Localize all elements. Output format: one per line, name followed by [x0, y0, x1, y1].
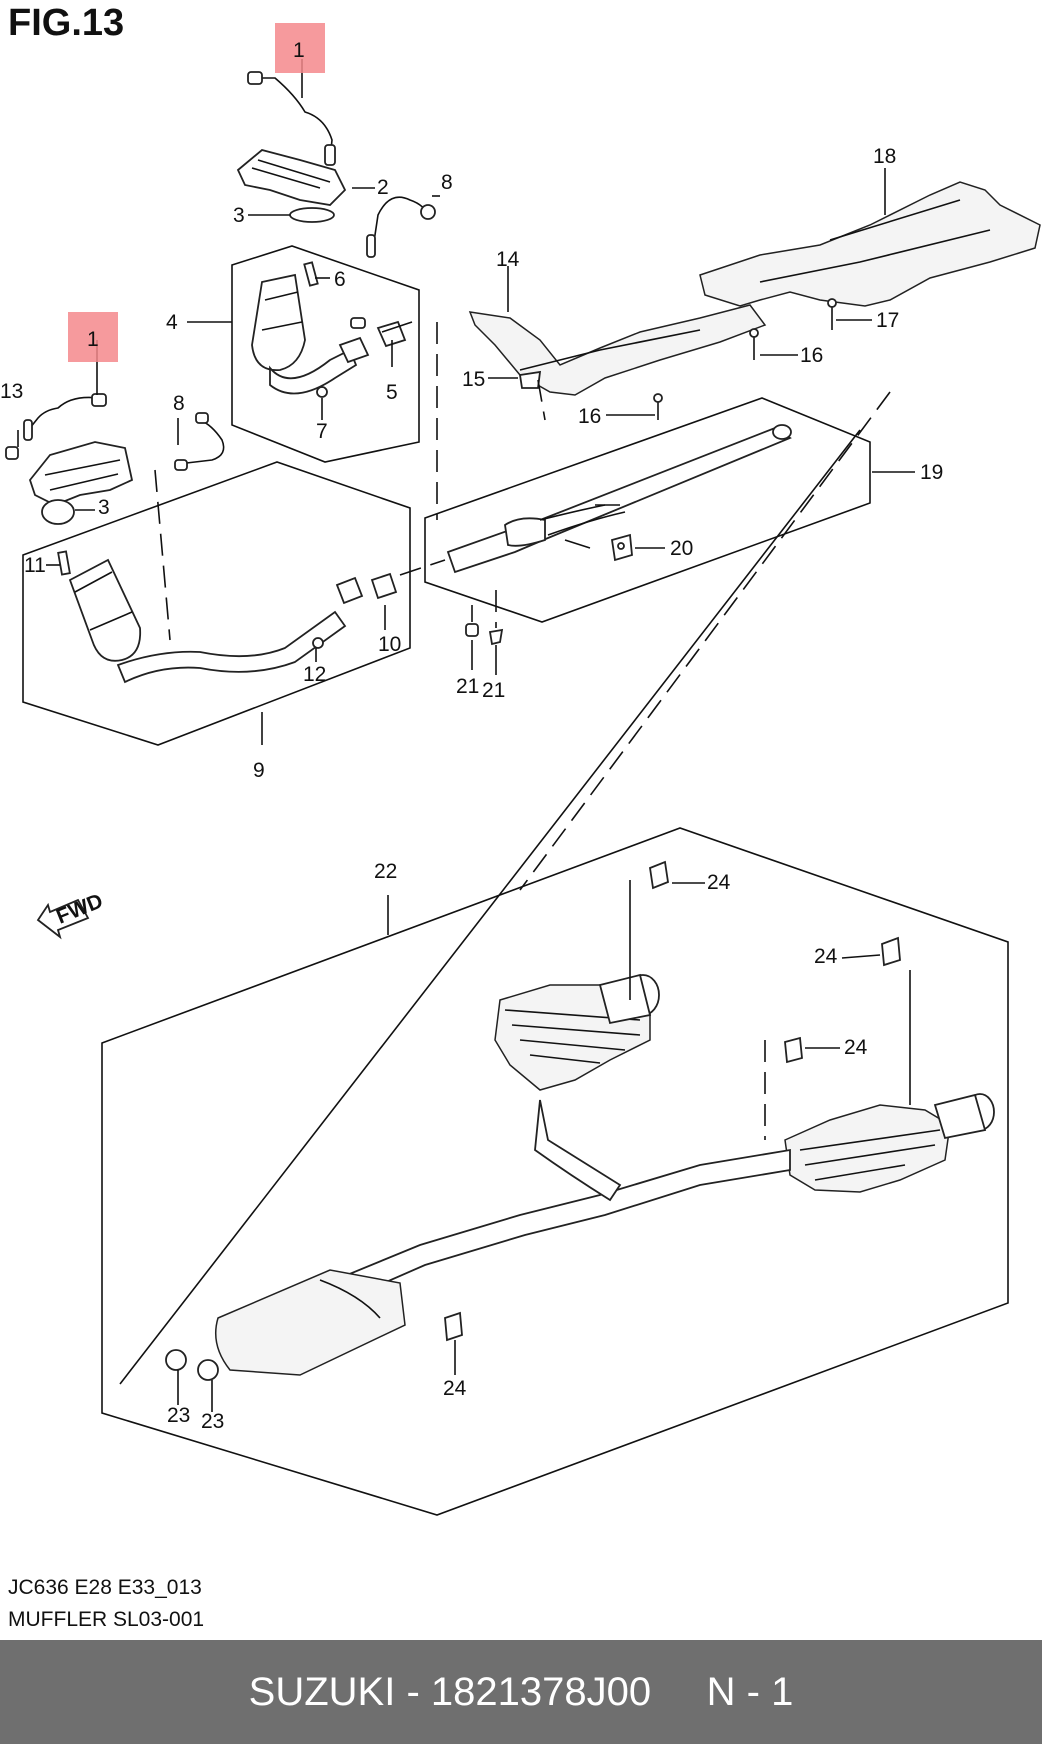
callout-label: 14: [496, 248, 520, 271]
front-pipe-9: [116, 610, 347, 684]
gasket-5a: [338, 336, 370, 364]
callout-label: 7: [316, 420, 328, 443]
callout-label: 18: [873, 145, 896, 168]
heat-shield-18: [699, 181, 1041, 307]
o2-sensor-1-lower: [29, 396, 99, 429]
callout-label: 24: [443, 1377, 467, 1400]
gasket-10b: [370, 572, 398, 600]
group-box-9: [22, 461, 411, 746]
callout-label: 16: [578, 405, 601, 428]
callout-label: 24: [814, 945, 838, 968]
callout-label: 16: [800, 344, 823, 367]
clamp-23b: [197, 1359, 219, 1381]
stud-6-upper: [303, 261, 319, 287]
gasket-3-upper: [289, 207, 335, 223]
callout-label: 21: [482, 679, 505, 702]
footer-bar: SUZUKI - 1821378J00 N - 1: [0, 1640, 1042, 1744]
hanger-24c: [784, 1036, 803, 1064]
callout-label: 6: [334, 268, 346, 291]
hanger-24b: [881, 936, 901, 967]
callout-label: 24: [707, 871, 731, 894]
heat-shield-14: [468, 304, 767, 396]
fwd-arrow-icon: [36, 898, 90, 940]
callout-label: 8: [441, 171, 453, 194]
resonator: [215, 1269, 406, 1376]
clamp-23a: [165, 1349, 187, 1371]
callout-1-highlight-upper: [275, 23, 325, 73]
group-box-22: [101, 827, 1009, 1516]
callout-label: 17: [876, 309, 899, 332]
callout-label: 11: [24, 554, 46, 577]
figure-title: FIG.13: [8, 2, 125, 44]
hanger-24d: [444, 1311, 463, 1342]
rear-muffler-right: [784, 1104, 951, 1193]
nut-7: [316, 386, 328, 398]
callout-label: 15: [462, 368, 485, 391]
callout-label: 19: [920, 461, 943, 484]
nut-21b: [488, 628, 504, 646]
callout-label: 21: [456, 675, 479, 698]
nut-12: [312, 637, 324, 649]
exhaust-manifold-upper: [236, 149, 347, 206]
nut-13: [5, 446, 19, 460]
callout-label: 10: [378, 633, 401, 656]
callout-label: 1: [293, 39, 305, 62]
callout-label: 8: [173, 392, 185, 415]
intermediate-pipe: [328, 1148, 791, 1302]
gasket-3-lower: [41, 499, 75, 525]
callout-label: 20: [670, 537, 693, 560]
callout-label: 5: [386, 381, 398, 404]
callout-label: 9: [253, 759, 265, 782]
gasket-10a: [335, 576, 364, 605]
callout-label: 23: [167, 1404, 190, 1427]
caption-title: MUFFLER SL03-001: [8, 1608, 205, 1631]
hanger-24a: [649, 860, 669, 890]
callout-label: 13: [0, 380, 23, 403]
footer-part-number: SUZUKI - 1821378J00 N - 1: [248, 1669, 794, 1714]
callout-label: 3: [233, 204, 245, 227]
gasket-5b: [376, 320, 407, 348]
callout-1-highlight-lower: [68, 312, 118, 362]
callout-label: 3: [98, 496, 110, 519]
nut-15: [518, 370, 542, 389]
catalytic-converter-4: [251, 273, 306, 371]
callout-label: 24: [844, 1036, 868, 1059]
stud-11: [57, 550, 71, 576]
o2-sensor-1-upper: [250, 77, 333, 161]
callout-label: 4: [166, 311, 178, 334]
callout-label: 12: [303, 663, 326, 686]
callout-label: 23: [201, 1410, 224, 1433]
callout-label: 2: [377, 176, 389, 199]
callout-label: 1: [87, 328, 99, 351]
caption-code: JC636 E28 E33_013: [8, 1576, 202, 1599]
fwd-label: FWD: [53, 889, 106, 928]
exhaust-parts-diagram: FWD 1 1 2 3 3 4 5 6 7 8 8 9 10 11 12 13: [0, 23, 1041, 1516]
group-box-19: [424, 397, 871, 623]
o2-sensor-8-upper: [371, 196, 431, 256]
nut-21a: [465, 623, 479, 637]
group-box-4: [231, 245, 420, 463]
callout-label: 22: [374, 860, 397, 883]
o2-sensor-8-lower: [177, 419, 225, 465]
